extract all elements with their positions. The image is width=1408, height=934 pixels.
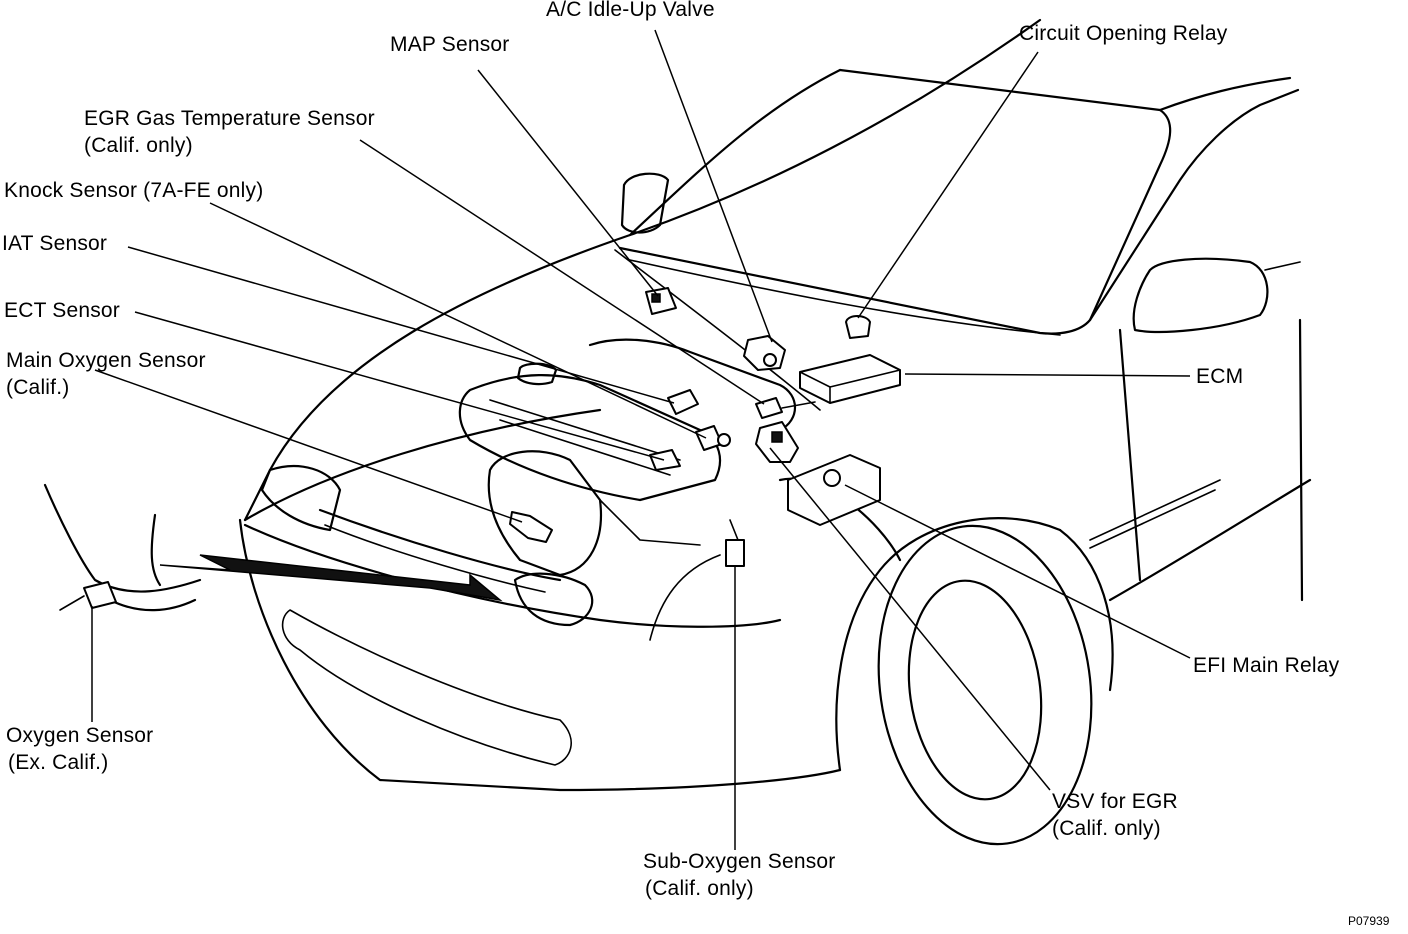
label-ac-idle-up-valve: A/C Idle-Up Valve — [546, 0, 715, 21]
egr-gas-temp-sensor-part — [755, 397, 816, 419]
label-main-oxygen-sensor: Main Oxygen Sensor — [6, 349, 206, 372]
detail-arrow — [159, 554, 503, 602]
label-knock-sensor: Knock Sensor (7A-FE only) — [4, 179, 264, 202]
vsv-for-egr-part — [755, 421, 799, 463]
ac-idle-up-valve-part — [743, 335, 786, 371]
label-sub-oxygen-sensor-note: (Calif. only) — [645, 877, 754, 900]
label-map-sensor: MAP Sensor — [390, 33, 510, 56]
label-ect-sensor: ECT Sensor — [4, 299, 120, 322]
label-efi-main-relay: EFI Main Relay — [1193, 654, 1340, 677]
leader-lines — [91, 29, 1191, 850]
label-egr-gas-temperature-sensor: EGR Gas Temperature Sensor — [84, 107, 375, 130]
ect-sensor-part — [649, 449, 681, 471]
efi-main-relay-part — [787, 454, 881, 526]
label-vsv-for-egr: VSV for EGR — [1052, 790, 1178, 813]
figure-reference: P07939 — [1348, 914, 1390, 928]
label-oxygen-sensor-note: (Ex. Calif.) — [8, 751, 109, 774]
circuit-opening-relay-part — [845, 315, 871, 339]
label-iat-sensor: IAT Sensor — [2, 232, 108, 255]
label-main-oxygen-sensor-note: (Calif.) — [6, 376, 70, 399]
map-sensor-part — [645, 287, 677, 315]
ecm-part — [799, 354, 901, 404]
sub-oxygen-sensor-part — [725, 519, 745, 567]
label-ecm: ECM — [1196, 365, 1244, 388]
main-oxygen-sensor-part — [509, 511, 553, 543]
label-circuit-opening-relay: Circuit Opening Relay — [1019, 22, 1228, 45]
label-sub-oxygen-sensor: Sub-Oxygen Sensor — [643, 850, 836, 873]
label-vsv-for-egr-note: (Calif. only) — [1052, 817, 1161, 840]
engine-assembly — [458, 338, 796, 641]
iat-sensor-part — [667, 389, 699, 415]
label-egr-gas-temperature-sensor-note: (Calif. only) — [84, 134, 193, 157]
label-oxygen-sensor: Oxygen Sensor — [6, 724, 154, 747]
oxygen-sensor-detail — [43, 483, 202, 612]
knock-sensor-part — [695, 425, 731, 451]
